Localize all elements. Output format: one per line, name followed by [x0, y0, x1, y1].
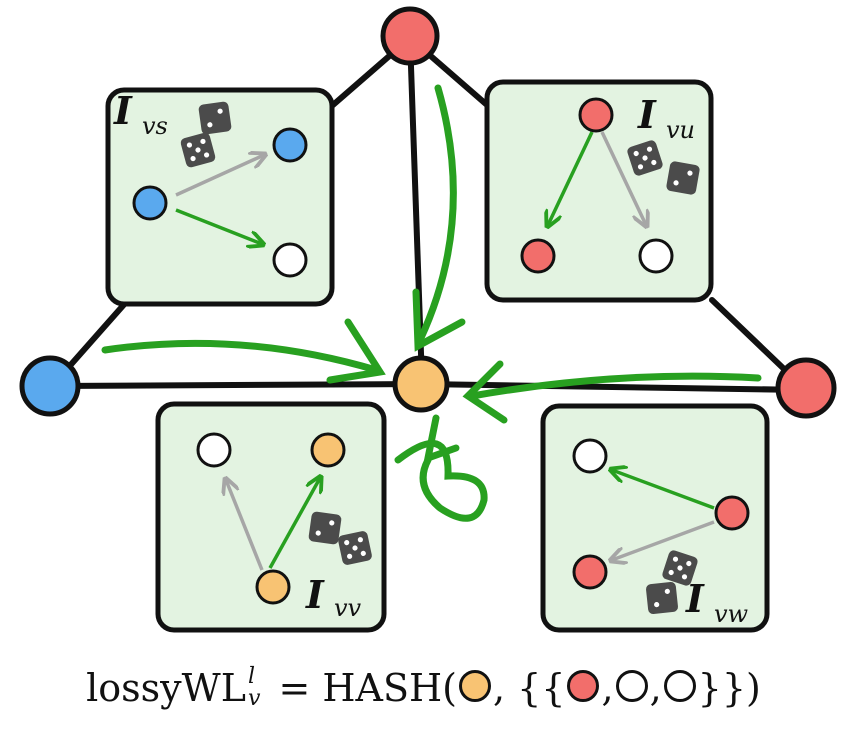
panel-ivv: I vv	[155, 401, 387, 633]
node-white	[272, 242, 308, 278]
arrow-from-w	[468, 372, 762, 400]
arrow-from-s	[101, 339, 380, 374]
arrow-head	[423, 414, 460, 464]
gray-arrow	[226, 480, 264, 571]
formula-comma: ,	[601, 666, 614, 710]
green-arrow	[268, 478, 320, 569]
green-arrow	[175, 208, 262, 244]
node-u-red	[380, 6, 440, 66]
formula-superscript: l	[247, 664, 255, 689]
node-v-orange	[392, 355, 450, 413]
arrow-head	[326, 318, 386, 384]
label-ivw-sub: vw	[714, 600, 749, 628]
edge-s-v	[49, 381, 425, 389]
node-orange	[310, 432, 346, 468]
arrow-head	[412, 288, 466, 352]
node-w-red	[775, 357, 837, 419]
label-ivv-sub: vv	[334, 594, 362, 622]
panel-ivw: I vw	[540, 403, 770, 633]
node-white	[572, 438, 608, 474]
gray-arrow	[612, 520, 715, 560]
graph-nodes	[19, 6, 837, 419]
white-node-icon	[615, 670, 648, 702]
formula-subscript: v	[247, 686, 261, 711]
label-ivv: I	[305, 572, 325, 617]
node-s-blue	[19, 355, 81, 417]
formula-comma: ,	[649, 666, 662, 710]
formula-name: lossyWL	[86, 666, 246, 710]
green-arrow	[548, 131, 594, 225]
formula-equals-hash: = HASH(	[266, 666, 457, 710]
self-loop-arrow	[394, 439, 488, 522]
arrow-head	[462, 360, 508, 424]
green-arrow	[612, 470, 715, 510]
label-ivw: I	[685, 576, 705, 621]
dice-icon	[337, 530, 373, 566]
node-orange	[255, 569, 291, 605]
orange-node-icon	[458, 670, 491, 702]
gray-arrow	[175, 155, 264, 197]
dice-icon	[198, 101, 232, 135]
formula-close: }})	[697, 666, 761, 710]
message-arrows	[101, 84, 762, 522]
panel-ivu: I vu	[484, 79, 714, 303]
label-ivs: I	[113, 88, 133, 133]
label-ivs-sub: vs	[142, 112, 168, 140]
formula-comma-open: , {{	[492, 666, 566, 710]
panel-ivs: I vs	[105, 87, 335, 307]
graph-diagram: I vs I vu I vv I vw	[19, 6, 837, 633]
node-blue	[272, 127, 308, 163]
node-red	[520, 238, 556, 274]
node-red	[578, 97, 614, 133]
dice-icon	[645, 581, 679, 615]
formula: lossyWL l v = HASH( , {{ , , }})	[0, 648, 847, 728]
node-red	[572, 554, 608, 590]
gray-arrow	[600, 131, 646, 225]
white-node-icon	[663, 670, 696, 702]
dice-icon	[308, 511, 342, 545]
node-white	[638, 238, 674, 274]
dice-icon	[665, 160, 701, 196]
label-ivu-sub: vu	[666, 116, 695, 144]
node-red	[714, 495, 750, 531]
arrow-from-u	[416, 84, 457, 344]
edge-v-w	[419, 381, 809, 393]
label-ivu: I	[637, 92, 657, 137]
red-node-icon	[567, 670, 600, 702]
node-blue	[132, 185, 168, 221]
node-white	[196, 432, 232, 468]
